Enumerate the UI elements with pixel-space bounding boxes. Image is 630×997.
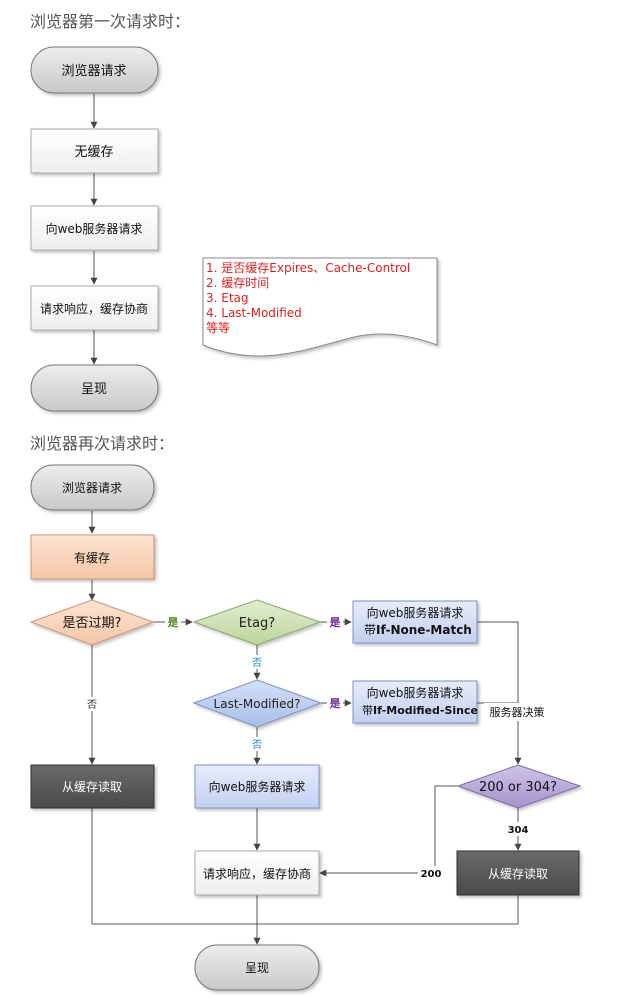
s1-no-cache-label: 无缓存	[74, 145, 113, 160]
s2-request-inm-header: If-None-Match	[376, 623, 472, 637]
s2-request-server-node: 向web服务器请求	[194, 764, 320, 809]
s1-note-line-5: 等等	[206, 321, 230, 335]
s2-code-200-label: 200	[421, 869, 442, 880]
s1-note-line-3: 3. Etag	[206, 291, 249, 305]
s1-response-node: 请求响应，缓存协商	[30, 285, 159, 331]
s2-etag-decision: Etag?	[192, 599, 322, 646]
s2-request-ims-prefix: 带	[362, 704, 373, 717]
section2-flow: 浏览器请求 有缓存 是否过期? Etag? Last-Modified? 向we…	[29, 464, 582, 991]
s2-expired-label: 是否过期?	[63, 616, 122, 631]
s2-response-node: 请求响应，缓存协商	[194, 850, 320, 896]
s2-read-cache-right-node: 从缓存读取	[456, 850, 580, 896]
s2-request-inm-prefix: 带	[364, 623, 376, 637]
s2-request-ims-line1: 向web服务器请求	[367, 685, 464, 700]
s1-present-node: 呈现	[30, 364, 159, 412]
s2-last-modified-decision: Last-Modified?	[192, 679, 323, 728]
s1-browser-request-node: 浏览器请求	[30, 46, 159, 94]
s2-read-cache-right-label: 从缓存读取	[488, 867, 548, 881]
s2-request-inm-line2: 带If-None-Match	[364, 623, 472, 637]
s2-request-inm-node: 向web服务器请求 带If-None-Match	[352, 600, 478, 644]
s2-no-label-last-modified: 否	[252, 739, 262, 751]
s2-no-label-expired: 否	[87, 699, 97, 711]
s2-request-ims-node: 向web服务器请求 带If-Modified-Since	[352, 680, 478, 724]
s2-request-ims-line2: 带If-Modified-Since	[362, 704, 478, 717]
s2-edge-labels: 是 是 是 否 否 否 304 200	[84, 614, 531, 880]
s2-last-modified-label: Last-Modified?	[214, 697, 301, 711]
s2-etag-label: Etag?	[239, 616, 275, 631]
s2-has-cache-label: 有缓存	[74, 551, 110, 565]
s2-yes-label-expired: 是	[167, 616, 180, 629]
s2-yes-label-etag: 是	[329, 616, 342, 629]
s1-request-server-node: 向web服务器请求	[30, 205, 159, 251]
s2-status-label: 200 or 304?	[479, 780, 557, 795]
s1-present-label: 呈现	[81, 382, 107, 397]
s1-note-line-2: 2. 缓存时间	[206, 276, 269, 290]
s1-note: 1. 是否缓存Expires、Cache-Control 2. 缓存时间 3. …	[202, 257, 438, 357]
s1-browser-request-label: 浏览器请求	[61, 63, 126, 79]
s1-request-server-label: 向web服务器请求	[46, 221, 143, 236]
s1-note-line-4: 4. Last-Modified	[206, 306, 302, 320]
s2-yes-label-last-modified: 是	[329, 697, 342, 710]
s2-server-decision-label-box: 服务器决策	[484, 703, 550, 721]
section1-heading: 浏览器第一次请求时：	[30, 12, 191, 31]
s2-present-label: 呈现	[245, 961, 269, 975]
section2-heading: 浏览器再次请求时：	[30, 434, 175, 453]
s2-present-node: 呈现	[194, 944, 320, 991]
s1-no-cache-node: 无缓存	[30, 128, 159, 174]
s2-no-label-etag: 否	[252, 657, 262, 669]
s1-note-line-1: 1. 是否缓存Expires、Cache-Control	[206, 261, 410, 275]
s2-response-label: 请求响应，缓存协商	[203, 866, 311, 881]
s2-server-decision-label: 服务器决策	[490, 705, 545, 719]
s2-expired-decision: 是否过期?	[29, 599, 155, 646]
s2-request-inm-line1: 向web服务器请求	[367, 605, 464, 620]
s2-code-304-label: 304	[508, 825, 529, 836]
s2-browser-request-label: 浏览器请求	[62, 480, 122, 495]
s2-request-server-label: 向web服务器请求	[209, 779, 306, 794]
section1-flow: 浏览器请求 无缓存 向web服务器请求 请求响应，缓存协商 呈现 1. 是否缓存…	[30, 46, 438, 412]
s2-request-ims-header: If-Modified-Since	[373, 704, 478, 717]
s2-read-cache-label: 从缓存读取	[62, 780, 122, 794]
s1-response-label: 请求响应，缓存协商	[40, 301, 148, 316]
s2-has-cache-node: 有缓存	[30, 534, 155, 580]
s2-browser-request-node: 浏览器请求	[30, 464, 155, 511]
s2-read-cache-node: 从缓存读取	[30, 764, 155, 809]
s2-status-decision: 200 or 304?	[456, 764, 582, 809]
